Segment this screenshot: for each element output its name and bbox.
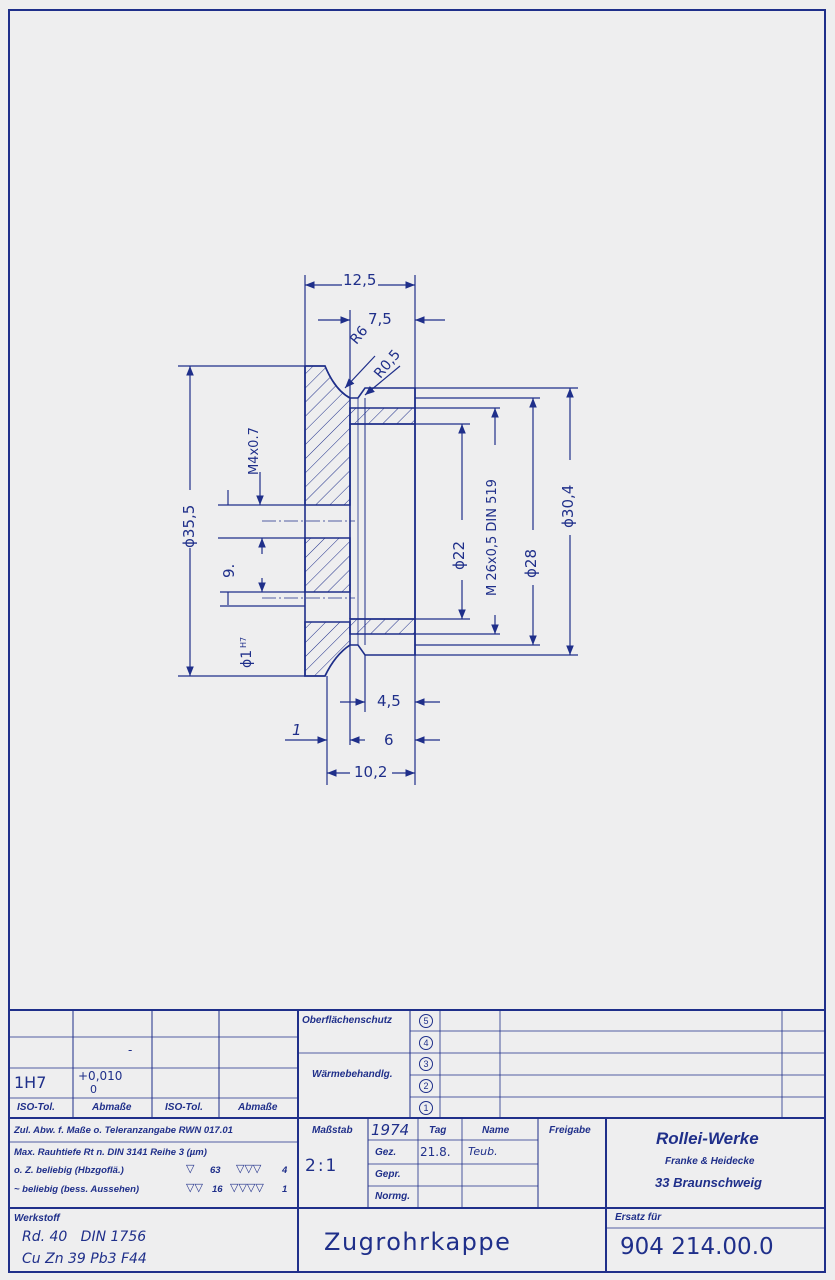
dim-thread-m26: M 26x0,5 DIN 519 (485, 479, 500, 596)
roughness-line-2-symbol-2: ▽▽▽ (236, 1163, 262, 1175)
scale-value: 2:1 (305, 1156, 339, 1176)
dim-length-7-5: 7,5 (368, 310, 392, 328)
dim-len-6: 6 (384, 731, 394, 749)
roughness-line-2-value-1: 63 (210, 1165, 221, 1176)
collar-hatch-top (349, 407, 416, 425)
roughness-line-2-symbol-1: ▽ (186, 1163, 195, 1175)
flange-hatch-bottom (304, 621, 351, 677)
checked-label: Gepr. (375, 1169, 401, 1180)
replacement-label: Ersatz für (615, 1212, 662, 1223)
drawing-year: 1974 (371, 1121, 410, 1139)
roughness-line-3-symbol-2: ▽▽▽▽ (230, 1182, 264, 1194)
part-name: Zugrohrkappe (324, 1228, 512, 1256)
dim-dia-22: ϕ22 (450, 541, 468, 570)
revision-1: 1 (419, 1101, 433, 1115)
revision-4: 4 (419, 1036, 433, 1050)
company-subtitle: Franke & Heidecke (665, 1156, 755, 1167)
tol-header-iso-2: ISO-Tol. (165, 1102, 203, 1113)
material-label: Werkstoff (14, 1213, 60, 1224)
roughness-line-2-label: o. Z. beliebig (Hbzgoflä.) (14, 1165, 124, 1176)
standard-label: Normg. (375, 1191, 410, 1202)
dim-len-1: 1 (292, 721, 302, 739)
revision-3: 3 (419, 1057, 433, 1071)
tol-dev-upper: +0,010 (78, 1069, 123, 1083)
dim-length-total: 12,5 (343, 271, 377, 289)
roughness-line-3-value-1: 16 (212, 1184, 223, 1195)
name-label: Name (482, 1125, 510, 1136)
tol-header-dev-1: Abmaße (92, 1102, 132, 1113)
day-label: Tag (429, 1125, 447, 1136)
roughness-line-3-value-2: 1 (282, 1184, 288, 1195)
flange-hatch-middle (304, 537, 351, 593)
roughness-line-1: Max. Rauhtiefe Rt n. DIN 3141 Reihe 3 (µ… (14, 1147, 207, 1158)
revision-5: 5 (419, 1014, 433, 1028)
drawn-date: 21.8. (420, 1145, 451, 1159)
drawn-name: Teub. (468, 1145, 498, 1158)
collar-hatch-bottom (349, 618, 416, 635)
dim-dia-35-5: ϕ35,5 (180, 504, 198, 548)
flange-hatch-top (304, 365, 351, 506)
dim-hole-dia: ϕ1 (239, 649, 255, 668)
dim-thread-m4: M4x0.7 (247, 427, 262, 475)
part-outline (304, 365, 416, 677)
scale-label: Maßstab (312, 1125, 353, 1136)
roughness-line-2-value-2: 4 (282, 1165, 288, 1176)
company-city: 33 Braunschweig (655, 1175, 762, 1190)
material-line-1: Rd. 40 DIN 1756 (22, 1229, 147, 1245)
tolerance-note: Zul. Abw. f. Maße o. Teleranzangabe RWN … (14, 1125, 233, 1136)
material-line-2: Cu Zn 39 Pb3 F44 (22, 1251, 147, 1267)
company-name: Rollei-Werke (656, 1129, 759, 1148)
dim-dia-28: ϕ28 (522, 549, 540, 578)
part-section (262, 365, 416, 677)
dim-spacing-9: 9. (220, 563, 238, 578)
release-label: Freigabe (549, 1125, 591, 1136)
dim-hole-tolerance: H7 (239, 636, 248, 648)
heat-treatment-label: Wärmebehandlg. (312, 1069, 393, 1080)
dim-len-10-2: 10,2 (354, 763, 388, 781)
revision-2: 2 (419, 1079, 433, 1093)
tol-dev-lower: 0 (90, 1083, 97, 1096)
surface-protection-label: Oberflächenschutz (302, 1015, 393, 1026)
tol-header-iso-1: ISO-Tol. (17, 1102, 55, 1113)
dimension-lines (178, 275, 578, 785)
roughness-line-3-label: ~ beliebig (bess. Aussehen) (14, 1184, 140, 1195)
sheet-border (8, 9, 826, 1273)
tol-header-dev-2: Abmaße (238, 1102, 278, 1113)
dim-len-4-5: 4,5 (377, 692, 401, 710)
roughness-line-3-symbol-1: ▽▽ (186, 1182, 203, 1194)
title-block-grid (9, 1009, 825, 1272)
part-number: 904 214.00.0 (620, 1234, 774, 1260)
dim-dia-30-4: ϕ30,4 (559, 484, 577, 528)
drawn-label: Gez. (375, 1147, 397, 1158)
tol-fit: 1H7 (14, 1073, 47, 1092)
tol-dash: - (128, 1043, 133, 1057)
